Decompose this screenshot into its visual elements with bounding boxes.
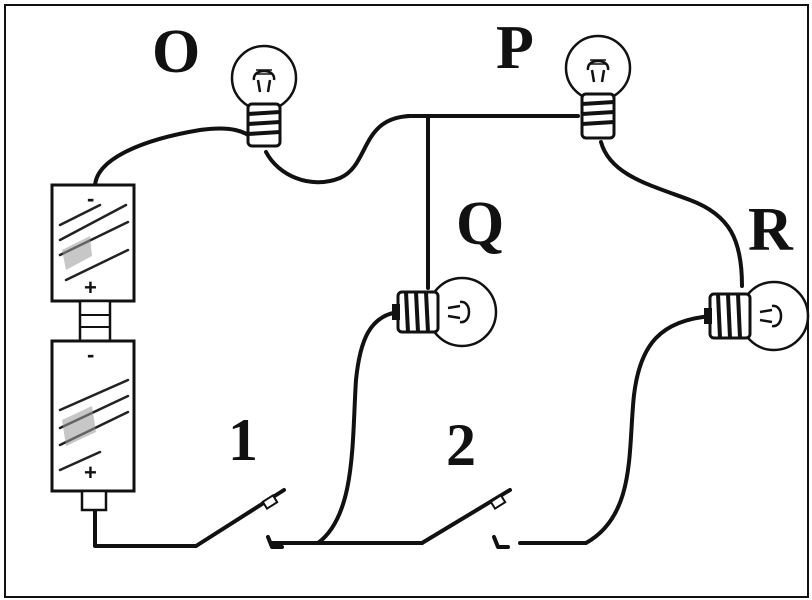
- battery-bottom-negative: -: [87, 342, 94, 367]
- switch-1: [194, 488, 286, 549]
- battery-connector: [78, 299, 112, 343]
- bulb-Q: [392, 276, 498, 348]
- bulb-P: [564, 34, 632, 140]
- wire-P-to-R: [599, 140, 744, 288]
- wire-R-to-switch2: [518, 314, 714, 545]
- wire-Q-to-bus: [316, 310, 400, 545]
- wire-battery-to-O: [93, 126, 260, 189]
- label-P: P: [496, 14, 534, 82]
- label-Q: Q: [456, 190, 504, 258]
- battery-top-positive: +: [84, 275, 97, 300]
- wire-O-to-junction: [264, 114, 412, 185]
- label-O: O: [152, 18, 200, 86]
- label-switch-1: 1: [228, 407, 258, 473]
- battery-top-negative: -: [87, 186, 94, 211]
- frame-border: [4, 4, 809, 598]
- bulb-R: [704, 280, 810, 352]
- battery-bottom-positive: +: [84, 460, 97, 485]
- bulb-O: [230, 44, 298, 148]
- switch-2: [420, 488, 512, 549]
- battery-cell-top: [50, 183, 136, 303]
- wire-battery-to-switch1: [93, 508, 198, 548]
- battery: - + - +: [50, 183, 136, 512]
- label-R: R: [748, 196, 794, 264]
- label-switch-2: 2: [446, 412, 476, 478]
